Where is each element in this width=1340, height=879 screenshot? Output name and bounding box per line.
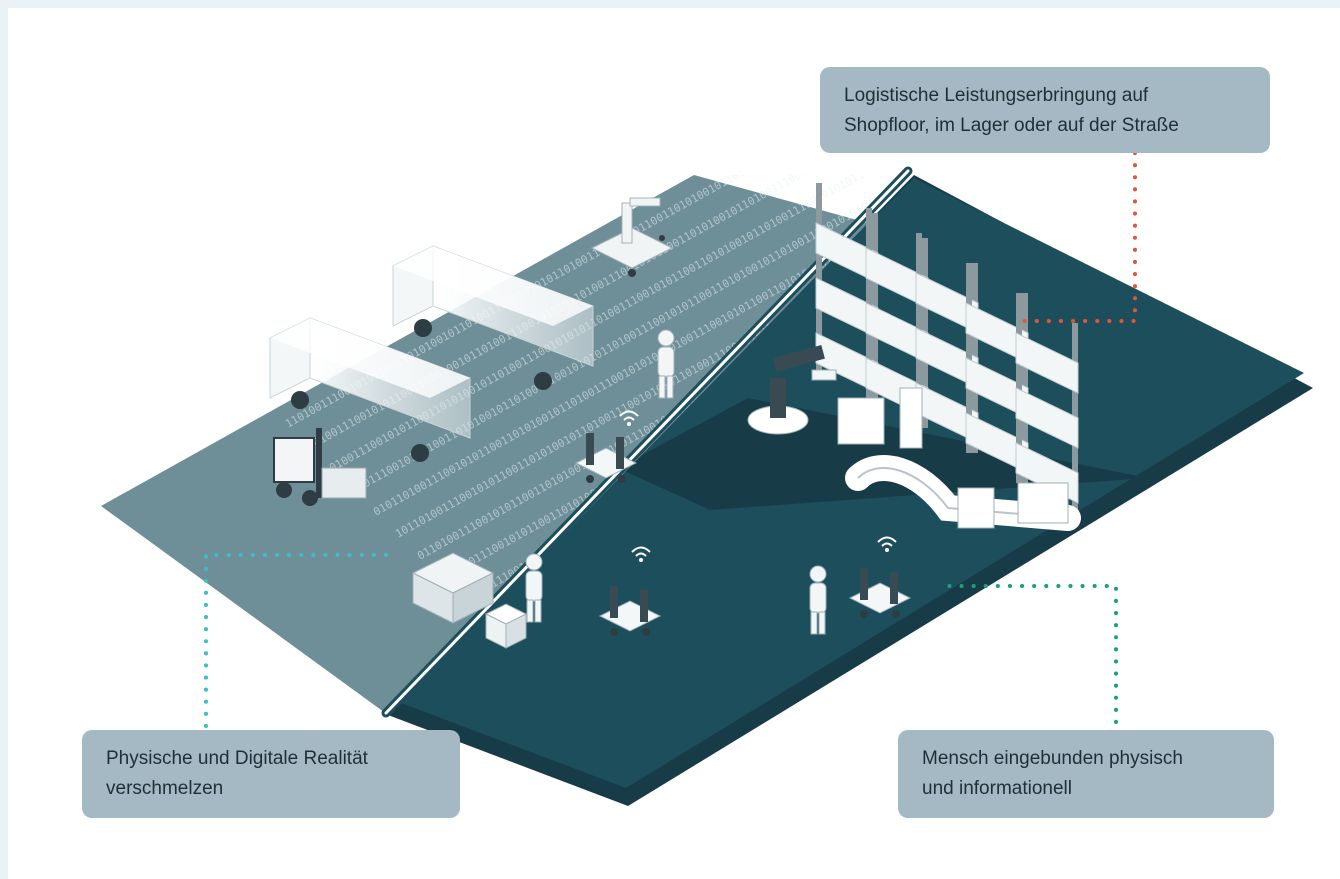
smart-logistics-scene: 0101101001110010101100110101001011010011… xyxy=(63,8,1313,806)
callout-text-line: Physische und Digitale Realität xyxy=(106,748,368,769)
truck-icon xyxy=(269,317,471,462)
agv-robot-icon xyxy=(598,586,662,636)
callout-text-line: und informationell xyxy=(922,778,1072,799)
callout-text-line: verschmelzen xyxy=(106,778,224,799)
person-icon xyxy=(809,565,827,635)
robot-arm-icon xyxy=(747,345,837,435)
shelf-rack-unit xyxy=(965,263,1029,483)
agv-robot-icon xyxy=(848,568,912,618)
wifi-icon xyxy=(631,546,651,562)
digital-floor xyxy=(101,175,868,715)
package-box-icon xyxy=(484,603,528,649)
illustration-canvas: 0101101001110010101100110101001011010011… xyxy=(8,8,1340,879)
callout-physical-digital-merge: Physische und Digitale Realität verschme… xyxy=(82,730,460,818)
wifi-icon xyxy=(619,410,639,426)
person-icon xyxy=(525,553,543,623)
connector-bottom-right xyxy=(941,584,1118,724)
forklift-icon xyxy=(273,428,367,506)
truck-icon xyxy=(392,245,594,390)
callout-text-line: Mensch eingebunden physisch xyxy=(922,748,1183,769)
callout-human-integration: Mensch eingebunden physisch und informat… xyxy=(898,730,1274,818)
person-icon xyxy=(657,329,675,399)
connector-bottom-left xyxy=(204,553,400,728)
robot-arm-icon xyxy=(590,197,674,277)
machine-icon xyxy=(411,552,495,624)
agv-robot-icon xyxy=(574,433,638,483)
callout-text-line: Logistische Leistungserbringung auf xyxy=(844,85,1149,106)
callout-text-line: Shopfloor, im Lager oder auf der Straße xyxy=(844,115,1179,136)
connector-top-right xyxy=(1016,151,1137,323)
wifi-icon xyxy=(877,536,897,552)
conveyor-icon xyxy=(837,387,1081,531)
callout-logistics-delivery: Logistische Leistungserbringung auf Shop… xyxy=(820,67,1270,153)
binary-code-row: 0101101001110010101100110101001011010011… xyxy=(63,8,869,211)
shelf-rack-unit xyxy=(915,233,979,453)
